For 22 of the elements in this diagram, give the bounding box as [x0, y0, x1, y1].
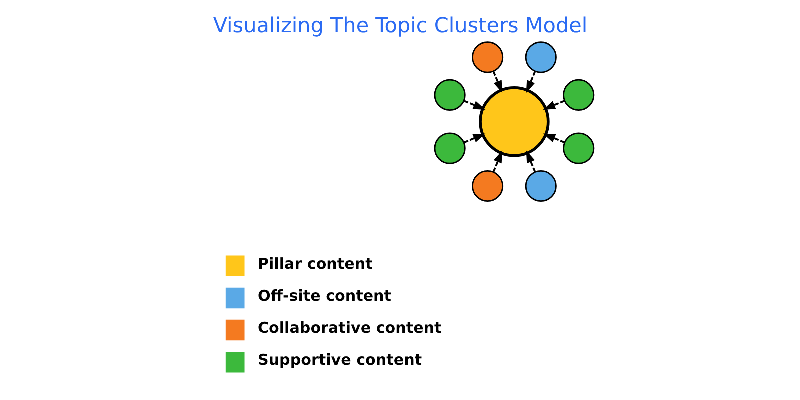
arrow — [526, 150, 536, 173]
node-circle — [434, 79, 466, 111]
arrow — [492, 71, 502, 94]
arrow — [542, 134, 565, 144]
node-circle — [524, 42, 556, 74]
diagram-title: Visualizing The Topic Clusters Model — [212, 14, 588, 38]
legend-label: Off-site content — [257, 286, 391, 305]
arrow — [542, 100, 565, 110]
arrow — [492, 150, 502, 173]
arrow — [463, 134, 486, 144]
node-circle — [562, 79, 594, 111]
node-circle — [472, 170, 504, 202]
node-circle — [434, 132, 466, 164]
arrow — [463, 100, 486, 110]
node-circle — [562, 132, 594, 164]
node-circle — [524, 170, 556, 202]
arrow — [526, 71, 536, 94]
node-circle — [478, 86, 550, 158]
legend-label: Collaborative content — [257, 318, 442, 337]
node-circle — [472, 42, 504, 74]
legend-label: Pillar content — [257, 254, 372, 273]
legend-label: Supportive content — [257, 350, 422, 369]
